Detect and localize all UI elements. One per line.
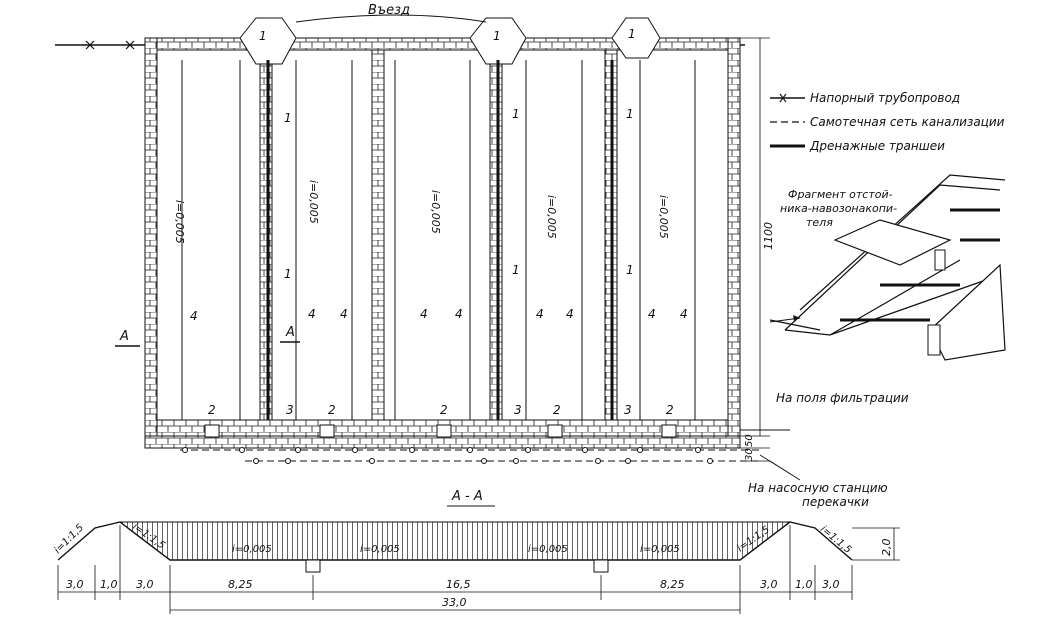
marker-3: 3: [286, 403, 294, 417]
marker-1: 1: [628, 27, 636, 41]
dim-chain: [57, 525, 853, 614]
fragment-caption-1: Фрагмент отстой-: [788, 188, 893, 201]
plan-view: Въезд i=0,005 i=0,005 i=0,005 i=0,005: [55, 3, 801, 481]
section-height: 2,0: [880, 539, 893, 557]
slope-label: i=0,005: [657, 195, 670, 239]
marker-1: 1: [512, 263, 520, 277]
plan-dimensions: [740, 37, 770, 462]
marker-1: 1: [626, 263, 634, 277]
marker-4: 4: [680, 307, 688, 321]
outer-wall: [144, 37, 741, 449]
section-mark-right: A: [285, 325, 295, 340]
dim: 3,0: [136, 578, 154, 591]
dim: 8,25: [660, 578, 685, 591]
marker-4: 4: [340, 307, 348, 321]
marker-1: 1: [493, 29, 501, 43]
sumps: [204, 424, 677, 438]
legend: Напорный трубопровод Самотечная сеть кан…: [770, 91, 1005, 153]
section-slope-right-outer: i=1:1,5: [818, 524, 853, 556]
marker-1: 1: [259, 29, 267, 43]
inner-dividers: [156, 49, 729, 437]
section-slope-bottom: i=0,005: [528, 544, 568, 555]
legend-pressure-pipe: Напорный трубопровод: [810, 91, 960, 105]
marker-3: 3: [514, 403, 522, 417]
fragment-caption-3: теля: [806, 216, 833, 229]
marker-4: 4: [455, 307, 463, 321]
marker-2: 2: [553, 403, 561, 417]
marker-1: 1: [284, 267, 292, 281]
section-fill: [118, 521, 792, 561]
marker-4: 4: [190, 309, 198, 323]
note-to-pump-1: На насосную станцию: [748, 481, 888, 495]
section-slope-bottom: i=0,005: [360, 544, 400, 555]
fragment-sketch: Фрагмент отстой- ника-навозонакопи- теля: [769, 174, 1006, 361]
marker-1: 1: [512, 107, 520, 121]
entrance-ramps: [239, 17, 661, 65]
dim-50: 50: [744, 434, 755, 447]
fragment-caption-2: ника-навозонакопи-: [780, 202, 897, 215]
drainage-trenches: [266, 60, 614, 420]
legend-drainage-trenches: Дренажные траншеи: [809, 139, 945, 153]
slope-labels: i=0,005 i=0,005 i=0,005 i=0,005 i=0,005: [173, 180, 670, 244]
marker-4: 4: [566, 307, 574, 321]
section-marks: A A: [115, 325, 300, 347]
dim-30: 30: [744, 448, 755, 461]
dim-total: 33,0: [442, 596, 467, 609]
manholes: [182, 447, 713, 464]
dim: 3,0: [760, 578, 778, 591]
pressure-pipe-crosses: [85, 40, 135, 50]
marker-2: 2: [208, 403, 216, 417]
section-view: A - A i=1:1,5 i=1:1,5 i=1:1,5 i=1:1,5 i=…: [52, 489, 900, 614]
slope-label: i=0,005: [307, 180, 320, 224]
entry-road: [295, 14, 487, 23]
dim-length: 1100: [762, 222, 775, 250]
marker-4: 4: [536, 307, 544, 321]
dim: 8,25: [228, 578, 253, 591]
slope-label: i=0,005: [545, 195, 558, 239]
marker-4: 4: [648, 307, 656, 321]
sewer-channels: [181, 60, 696, 420]
slope-label: i=0,005: [429, 190, 442, 234]
section-slope-bottom: i=0,005: [640, 544, 680, 555]
marker-4: 4: [420, 307, 428, 321]
dim: 1,0: [795, 578, 813, 591]
slope-label: i=0,005: [173, 200, 186, 244]
markers-2-3: 2 2 2 2 2 3 3 3: [208, 403, 674, 417]
section-title: A - A: [451, 489, 483, 504]
marker-2: 2: [328, 403, 336, 417]
leader-pump: [759, 454, 801, 481]
marker-1: 1: [626, 107, 634, 121]
markers-4: 4 4 4 4 4 4 4 4 4: [190, 307, 688, 323]
section-mark-left: A: [119, 329, 129, 344]
dim: 3,0: [822, 578, 840, 591]
marker-2: 2: [440, 403, 448, 417]
marker-4: 4: [308, 307, 316, 321]
marker-3: 3: [624, 403, 632, 417]
dim: 3,0: [66, 578, 84, 591]
section-slope-bottom: i=0,005: [232, 544, 272, 555]
note-to-fields: На поля фильтрации: [776, 391, 909, 405]
entry-label: Въезд: [368, 3, 410, 18]
dim: 16,5: [446, 578, 471, 591]
note-to-pump-2: перекачки: [802, 495, 869, 509]
markers-1: 1 1 1 1 1 1 1 1 1: [259, 27, 636, 281]
dim: 1,0: [100, 578, 118, 591]
marker-2: 2: [666, 403, 674, 417]
legend-gravity-sewer: Самотечная сеть канализации: [810, 115, 1005, 129]
marker-1: 1: [284, 111, 292, 125]
